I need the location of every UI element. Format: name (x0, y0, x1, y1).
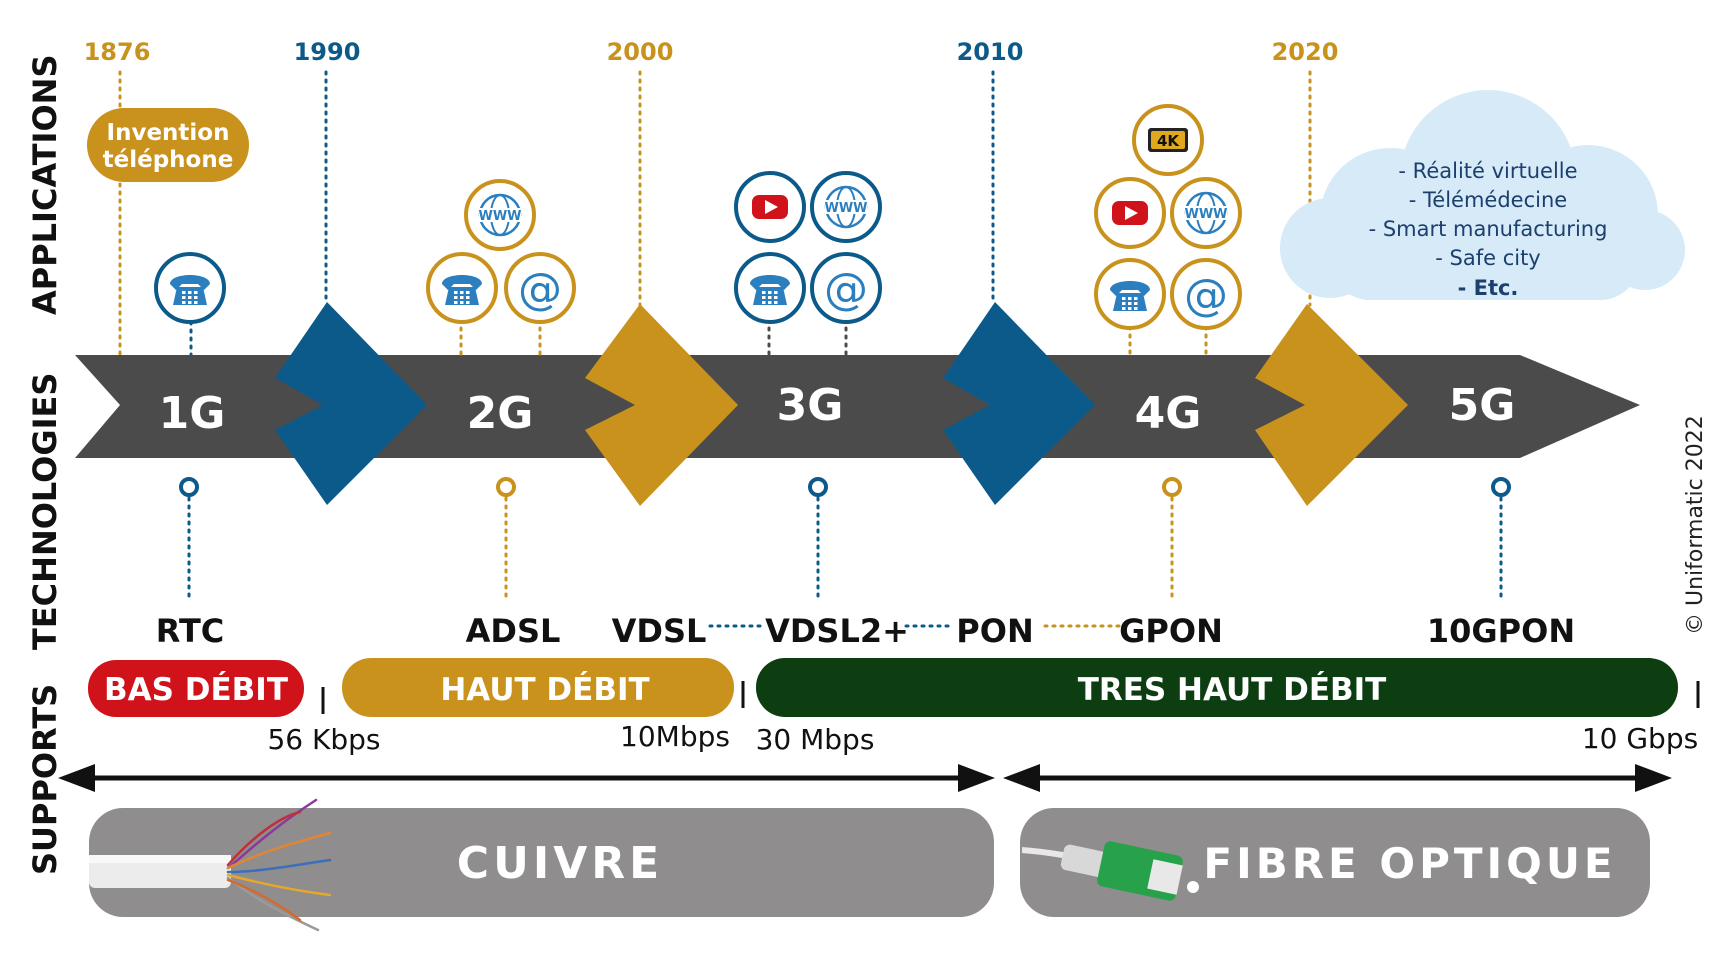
phone-icon (1094, 258, 1166, 330)
tech-rtc: RTC (156, 612, 225, 650)
speed-30mbps: 30 Mbps (756, 723, 875, 756)
support-label-copper: CUIVRE (457, 838, 663, 889)
cloud-item-smart-manufacturing: - Smart manufacturing (1369, 217, 1608, 241)
cloud-item-vr: - Réalité virtuelle (1398, 159, 1577, 183)
phone-icon (426, 252, 498, 324)
svg-text:4K: 4K (1157, 132, 1180, 150)
tech-adsl: ADSL (466, 612, 561, 650)
invention-line1: Invention (107, 120, 230, 146)
svg-text:WWW: WWW (1184, 207, 1227, 222)
svg-text:@: @ (518, 264, 562, 315)
phone-icon (154, 252, 226, 324)
speed-56kbps: 56 Kbps (267, 723, 380, 756)
invention-line2: téléphone (103, 147, 234, 173)
4k-icon: 4K (1132, 104, 1204, 176)
phone-icon (734, 252, 806, 324)
cloud-shape (1280, 90, 1685, 300)
speed-bar-haut-debit (342, 658, 734, 717)
invention-badge (87, 108, 249, 182)
tech-vdsl2-plus: VDSL2+ (765, 612, 909, 650)
cloud-item-etc: - Etc. (1458, 276, 1519, 300)
www-globe-icon: WWW (810, 171, 882, 243)
email-at-icon: @ (810, 252, 882, 324)
section-label-supports: SUPPORTS (26, 684, 64, 875)
speed-10gbps: 10 Gbps (1582, 722, 1698, 755)
tech-10gpon: 10GPON (1427, 612, 1575, 650)
timeline-arrow (75, 355, 1640, 458)
svg-text:@: @ (1184, 270, 1228, 321)
year-1876: 1876 (84, 38, 151, 66)
section-label-technologies: TECHNOLOGIES (26, 373, 64, 650)
tech-markers (179, 477, 1511, 497)
chevron-2010 (943, 302, 1095, 505)
speed-10mbps: 10Mbps (620, 720, 730, 753)
cloud-item-telemedecine: - Télémédecine (1409, 188, 1567, 212)
support-box-copper (89, 808, 994, 917)
speed-bar-bas-label: BAS DÉBIT (104, 672, 288, 708)
tech-gpon: GPON (1119, 612, 1223, 650)
speed-bar-tres-haut-debit (756, 658, 1678, 717)
chevron-2000 (585, 304, 738, 506)
youtube-icon (734, 171, 806, 243)
fiber-range-arrow (1003, 764, 1672, 792)
svg-text:WWW: WWW (824, 201, 867, 216)
tech-vdsl: VDSL (612, 612, 707, 650)
email-at-icon: @ (504, 252, 576, 324)
www-globe-icon: WWW (464, 179, 536, 251)
speed-ticks (321, 681, 1700, 714)
youtube-icon (1094, 177, 1166, 249)
generation-4g: 4G (1135, 388, 1202, 439)
svg-text:@: @ (824, 264, 868, 315)
support-label-fiber: FIBRE OPTIQUE (1203, 839, 1616, 888)
generation-5g: 5G (1449, 380, 1516, 431)
year-2010: 2010 (957, 38, 1024, 66)
tech-connectors (187, 496, 1503, 628)
svg-text:WWW: WWW (478, 209, 521, 224)
year-2000: 2000 (607, 38, 674, 66)
copper-cable-image (89, 798, 332, 932)
generation-2g: 2G (467, 388, 534, 439)
app-connectors (189, 318, 1208, 357)
section-label-applications: APPLICATIONS (26, 55, 64, 316)
generation-3g: 3G (777, 380, 844, 431)
speed-bar-tres-label: TRES HAUT DÉBIT (1078, 672, 1387, 708)
speed-bar-haut-label: HAUT DÉBIT (440, 672, 649, 708)
copyright-notice: © Uniformatic 2022 (1683, 415, 1708, 635)
www-globe-icon: WWW (1170, 177, 1242, 249)
year-1990: 1990 (294, 38, 361, 66)
chevron-1990 (275, 302, 427, 505)
email-at-icon: @ (1170, 258, 1242, 330)
generation-1g: 1G (159, 388, 226, 439)
cloud-item-safe-city: - Safe city (1435, 246, 1540, 270)
speed-bar-bas-debit (88, 660, 304, 717)
tech-pon: PON (956, 612, 1033, 650)
fiber-connector-image (1021, 841, 1199, 901)
year-2020: 2020 (1272, 38, 1339, 66)
copper-range-arrow (58, 764, 995, 792)
chevron-2020 (1255, 304, 1408, 506)
